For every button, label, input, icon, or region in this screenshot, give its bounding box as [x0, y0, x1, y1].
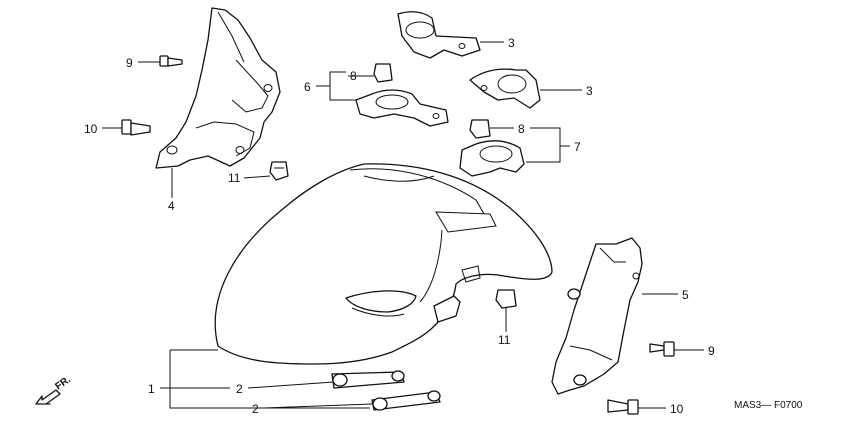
- clip-nut-8-upper: [373, 63, 393, 83]
- label-7: 7: [574, 140, 581, 154]
- clip-nut-11-left: [269, 161, 289, 181]
- fender-brace-2-upper: [331, 370, 405, 389]
- label-9-left: 9: [126, 56, 133, 70]
- front-direction-arrow: [35, 389, 61, 405]
- bolt-9-left: [159, 55, 183, 67]
- label-3-top: 3: [508, 36, 515, 50]
- fender-brace-2-lower: [371, 390, 441, 411]
- bolt-9-right: [649, 341, 675, 357]
- label-11-left: 11: [228, 171, 241, 185]
- clip-nut-8-lower: [469, 119, 491, 139]
- label-5: 5: [682, 288, 689, 302]
- label-2-upper: 2: [236, 382, 243, 396]
- label-10-right: 10: [670, 402, 684, 416]
- clamp-3-top: [397, 11, 481, 59]
- label-11-center: 11: [498, 333, 511, 347]
- label-6: 6: [304, 80, 311, 94]
- clamp-3-right: [469, 68, 541, 109]
- bolt-10-right: [607, 399, 639, 415]
- label-8-lower: 8: [518, 122, 525, 136]
- right-fork-cover: [551, 237, 643, 395]
- label-4: 4: [168, 199, 175, 213]
- diagram-code: MAS3— F0700: [734, 400, 803, 411]
- label-10-left: 10: [84, 122, 98, 136]
- label-1: 1: [148, 382, 155, 396]
- clip-nut-11-center: [495, 289, 517, 309]
- clamp-7: [459, 140, 525, 177]
- leader-lines: [102, 41, 704, 409]
- label-9-right: 9: [708, 344, 715, 358]
- label-2-lower: 2: [252, 402, 259, 416]
- label-3-right: 3: [586, 84, 593, 98]
- front-fender: [214, 163, 553, 365]
- clamp-6: [355, 89, 449, 127]
- left-fork-cover: [155, 7, 281, 169]
- bolt-10-left: [121, 119, 151, 136]
- label-8-upper: 8: [350, 69, 357, 83]
